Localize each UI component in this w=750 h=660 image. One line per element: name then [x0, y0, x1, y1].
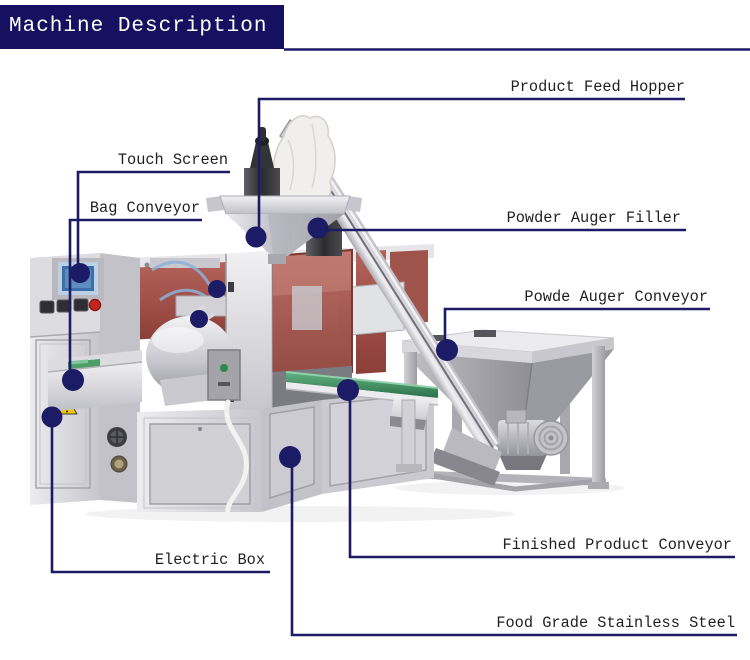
switch-box	[207, 349, 241, 401]
bag-forming-machinery	[146, 260, 249, 518]
marker-dot-finished-product-conveyor	[337, 379, 359, 401]
line-food-grade-stainless-steel	[290, 461, 737, 637]
marker-dot-electric-box	[41, 406, 63, 428]
dust-collector-bag	[272, 115, 336, 208]
marker-dot-touch-screen	[70, 263, 90, 283]
maroon-plexi-door	[271, 248, 353, 380]
cable	[224, 399, 249, 518]
tube-feeder	[442, 428, 502, 478]
line-electric-box	[50, 421, 270, 574]
frame-pillar	[225, 250, 273, 436]
vent-fan-icon	[107, 427, 127, 447]
line-finished-product-conveyor	[348, 394, 735, 559]
marker-dot-powder-auger-filler	[307, 217, 329, 239]
marker-dot-food-grade	[279, 446, 301, 468]
control-buttons	[39, 298, 102, 314]
line-bag-conveyor	[68, 218, 202, 374]
label-electric-box: Electric Box	[154, 551, 265, 569]
line-touch-screen	[76, 170, 230, 267]
leader-lines	[50, 48, 750, 637]
marker-dot-bag-conveyor	[62, 369, 84, 391]
round-port-icon	[110, 455, 128, 473]
label-touch-screen: Touch Screen	[117, 151, 228, 169]
marker-dot-product-feed-hopper	[245, 226, 267, 248]
title-banner: Machine Description	[0, 5, 284, 49]
line-product-feed-hopper	[257, 97, 685, 230]
hopper-motor	[498, 409, 569, 470]
finished-conveyor-unit	[285, 371, 439, 472]
hopper-lid-handle	[474, 330, 496, 337]
label-powde-auger-conveyor: Powde Auger Conveyor	[524, 288, 708, 306]
emergency-stop-button	[88, 298, 102, 312]
label-finished-product-conveyor: Finished Product Conveyor	[502, 536, 733, 554]
marker-dot-extra-1	[208, 280, 226, 298]
label-product-feed-hopper: Product Feed Hopper	[510, 78, 685, 96]
line-powde-auger-conveyor	[443, 307, 710, 344]
marker-dot-powde-auger-conveyor	[436, 339, 458, 361]
hopper-leg	[592, 346, 605, 484]
label-food-grade-stainless-steel: Food Grade Stainless Steel	[496, 614, 735, 632]
marker-dots	[41, 217, 458, 468]
marker-dot-extra-2	[190, 310, 208, 328]
label-bag-conveyor: Bag Conveyor	[89, 199, 200, 217]
page-title: Machine Description	[9, 15, 268, 38]
label-powder-auger-filler: Powder Auger Filler	[506, 209, 681, 227]
